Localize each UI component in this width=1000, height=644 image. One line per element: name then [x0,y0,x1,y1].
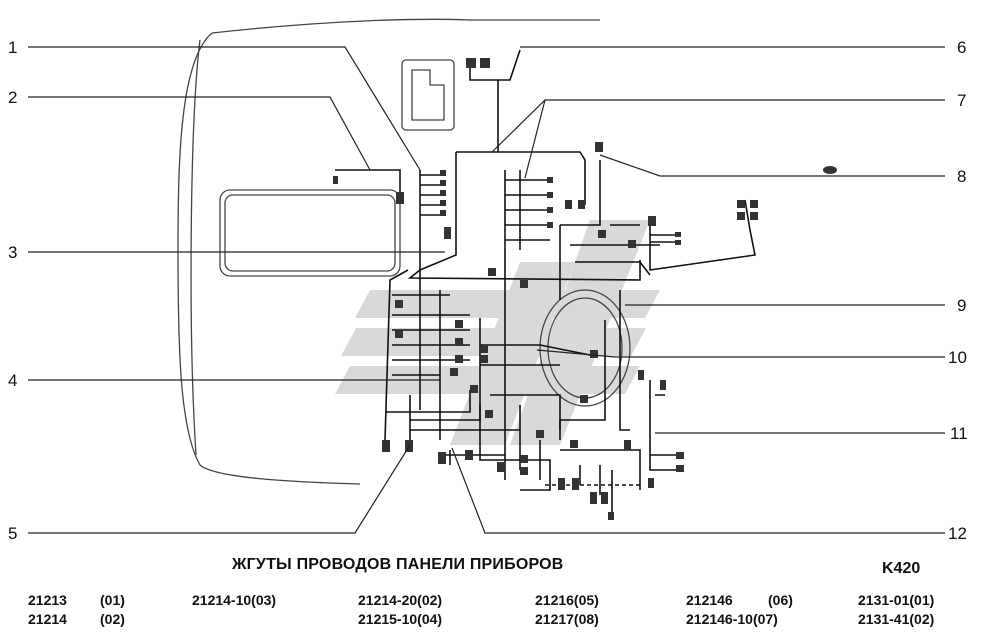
model-variant: (01) [100,592,125,608]
model-number: 212146-10(07) [686,611,778,627]
callout-6: 6 [957,38,966,57]
callout-4: 4 [8,371,17,390]
model-number: 21213 [28,592,67,608]
callout-5: 5 [8,524,17,543]
watermark-logo [335,220,660,445]
callout-11: 11 [950,424,968,443]
callout-7: 7 [957,91,966,110]
diagram-code: K420 [882,560,921,577]
callout-8: 8 [957,167,966,186]
callout-12: 12 [948,524,967,543]
callout-numbers: 1 2 3 4 5 6 7 8 9 10 11 12 [8,38,968,543]
model-number: 21214-20(02) [358,592,443,608]
connectors [333,58,837,520]
model-number: 2131-41(02) [858,611,935,627]
diagram-title: ЖГУТЫ ПРОВОДОВ ПАНЕЛИ ПРИБОРОВ [232,556,564,573]
model-number: 21214-10(03) [192,592,277,608]
model-number: 21215-10(04) [358,611,443,627]
callout-9: 9 [957,296,966,315]
model-number: 21216(05) [535,592,599,608]
model-number: 212146 [686,592,733,608]
model-number: 21217(08) [535,611,599,627]
model-number: 21214 [28,611,67,627]
callout-3: 3 [8,243,17,262]
callout-1: 1 [8,38,17,57]
wiring-harness [335,49,756,520]
model-variant: (06) [768,592,793,608]
callout-2: 2 [8,88,17,107]
callout-10: 10 [948,348,967,367]
wiring-diagram: 1 2 3 4 5 6 7 8 9 10 11 12 [8,18,968,543]
leader-lines [28,46,945,534]
model-number: 2131-01(01) [858,592,935,608]
model-variant: (02) [100,611,125,627]
